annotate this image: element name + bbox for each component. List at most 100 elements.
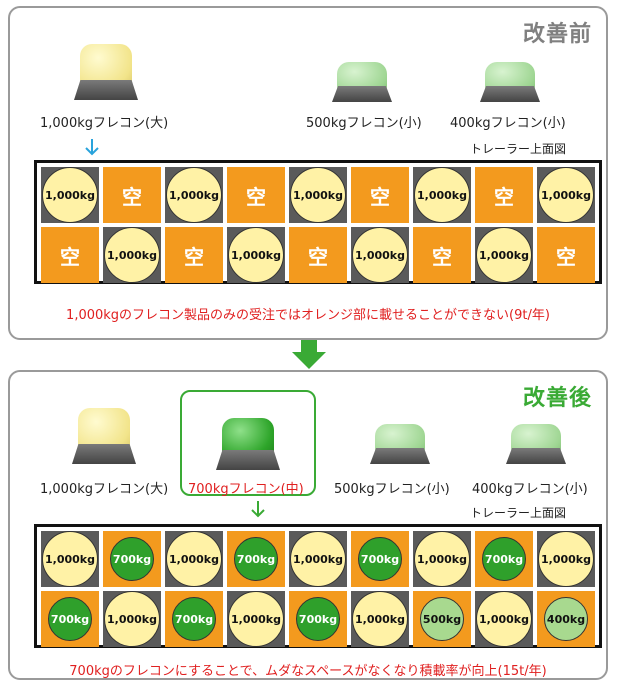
bag-1000kg-disc: 1,000kg [352, 227, 408, 283]
load-slot: 700kg [165, 591, 223, 647]
bag-1000kg-disc: 1,000kg [290, 167, 346, 223]
after-note: 700kgのフレコンにすることで、ムダなスペースがなくなり積載率が向上(15t/… [69, 664, 547, 679]
trailer-grid: 1,000kg 700kg 1,000kg 700kg 1,000kg 700kg 1,00… [41, 531, 595, 647]
trailer-top-view: 1,000kg 空 1,000kg 空 1,000kg 空 1,000kg 空 1,000kg 空… [34, 160, 602, 284]
bag-label-700kg: 700kgフレコン(中) [188, 482, 304, 497]
empty-slot: 空 [165, 227, 223, 283]
bag-1000kg-icon [74, 36, 138, 100]
highlight-700kg-box [180, 390, 316, 496]
empty-slot-label: 空 [308, 244, 328, 269]
bag-label-400kg: 400kgフレコン(小) [472, 482, 588, 497]
bag-1000kg-disc: 1,000kg [476, 227, 532, 283]
empty-slot-label: 空 [184, 244, 204, 269]
load-slot: 500kg [413, 591, 471, 647]
load-slot: 1,000kg [103, 591, 161, 647]
bag-label-500kg: 500kgフレコン(小) [334, 482, 450, 497]
load-slot: 1,000kg [413, 167, 471, 223]
bag-400kg-disc: 400kg [544, 597, 588, 641]
before-title: 改善前 [522, 22, 592, 47]
empty-slot-label: 空 [494, 184, 514, 209]
empty-slot-label: 空 [370, 184, 390, 209]
load-slot: 1,000kg [103, 227, 161, 283]
load-slot: 1,000kg [475, 227, 533, 283]
load-slot: 400kg [537, 591, 595, 647]
load-slot: 1,000kg [227, 591, 285, 647]
load-slot: 700kg [41, 591, 99, 647]
bag-700kg-disc: 700kg [482, 537, 526, 581]
bag-1000kg-disc: 1,000kg [166, 167, 222, 223]
load-slot: 1,000kg [227, 227, 285, 283]
load-slot: 1,000kg [289, 167, 347, 223]
empty-slot: 空 [475, 167, 533, 223]
bag-label-1000kg: 1,000kgフレコン(大) [40, 116, 169, 131]
bag-400kg-icon [506, 416, 566, 464]
load-slot: 1,000kg [289, 531, 347, 587]
empty-slot-label: 空 [246, 184, 266, 209]
load-slot: 1,000kg [41, 531, 99, 587]
bag-1000kg-disc: 1,000kg [104, 227, 160, 283]
empty-slot-label: 空 [432, 244, 452, 269]
load-slot: 700kg [289, 591, 347, 647]
load-slot: 1,000kg [537, 531, 595, 587]
bag-700kg-disc: 700kg [234, 537, 278, 581]
before-panel: 改善前 1,000kgフレコン(大) 500kgフレコン(小) 400kgフレコ… [8, 6, 608, 340]
bag-700kg-disc: 700kg [172, 597, 216, 641]
empty-slot-label: 空 [556, 244, 576, 269]
bag-1000kg-disc: 1,000kg [538, 531, 594, 587]
empty-slot: 空 [413, 227, 471, 283]
load-slot: 1,000kg [537, 167, 595, 223]
bag-1000kg-disc: 1,000kg [166, 531, 222, 587]
bag-700kg-disc: 700kg [358, 537, 402, 581]
trailer-label: トレーラー上面図 [470, 506, 567, 520]
bag-700kg-disc: 700kg [48, 597, 92, 641]
bag-700kg-disc: 700kg [110, 537, 154, 581]
empty-slot: 空 [289, 227, 347, 283]
after-title: 改善後 [522, 386, 592, 411]
empty-slot: 空 [103, 167, 161, 223]
bag-1000kg-disc: 1,000kg [228, 227, 284, 283]
bag-500kg-icon [332, 54, 392, 102]
bag-1000kg-disc: 1,000kg [476, 591, 532, 647]
load-slot: 1,000kg [41, 167, 99, 223]
bag-1000kg-disc: 1,000kg [104, 591, 160, 647]
load-slot: 700kg [103, 531, 161, 587]
empty-slot-label: 空 [122, 184, 142, 209]
empty-slot: 空 [227, 167, 285, 223]
empty-slot: 空 [537, 227, 595, 283]
load-slot: 700kg [475, 531, 533, 587]
bag-700kg-disc: 700kg [296, 597, 340, 641]
trailer-grid: 1,000kg 空 1,000kg 空 1,000kg 空 1,000kg 空 1,000kg 空… [41, 167, 595, 283]
bag-label-500kg: 500kgフレコン(小) [306, 116, 422, 131]
down-arrow-icon [84, 138, 100, 156]
empty-slot-label: 空 [60, 244, 80, 269]
bag-1000kg-disc: 1,000kg [414, 531, 470, 587]
bag-500kg-icon [370, 416, 430, 464]
empty-slot: 空 [41, 227, 99, 283]
bag-1000kg-disc: 1,000kg [42, 167, 98, 223]
load-slot: 1,000kg [413, 531, 471, 587]
bag-1000kg-disc: 1,000kg [414, 167, 470, 223]
load-slot: 1,000kg [351, 591, 409, 647]
trailer-label: トレーラー上面図 [470, 142, 567, 156]
after-panel: 改善後 1,000kgフレコン(大) 700kgフレコン(中) 500kgフレコ… [8, 370, 608, 680]
load-slot: 1,000kg [165, 531, 223, 587]
bag-1000kg-disc: 1,000kg [228, 591, 284, 647]
load-slot: 1,000kg [475, 591, 533, 647]
bag-1000kg-disc: 1,000kg [42, 531, 98, 587]
bag-1000kg-disc: 1,000kg [352, 591, 408, 647]
bag-400kg-icon [480, 54, 540, 102]
bag-500kg-disc: 500kg [420, 597, 464, 641]
load-slot: 1,000kg [165, 167, 223, 223]
bag-700kg-icon [216, 406, 280, 470]
before-note: 1,000kgのフレコン製品のみの受注ではオレンジ部に載せることができない(9t… [66, 308, 550, 323]
bag-1000kg-disc: 1,000kg [290, 531, 346, 587]
trailer-top-view: 1,000kg 700kg 1,000kg 700kg 1,000kg 700kg 1,00… [34, 524, 602, 648]
bag-1000kg-disc: 1,000kg [538, 167, 594, 223]
bag-label-1000kg: 1,000kgフレコン(大) [40, 482, 169, 497]
down-arrow-icon [250, 500, 266, 518]
empty-slot: 空 [351, 167, 409, 223]
load-slot: 700kg [351, 531, 409, 587]
bag-1000kg-icon [72, 400, 136, 464]
load-slot: 700kg [227, 531, 285, 587]
bag-label-400kg: 400kgフレコン(小) [450, 116, 566, 131]
